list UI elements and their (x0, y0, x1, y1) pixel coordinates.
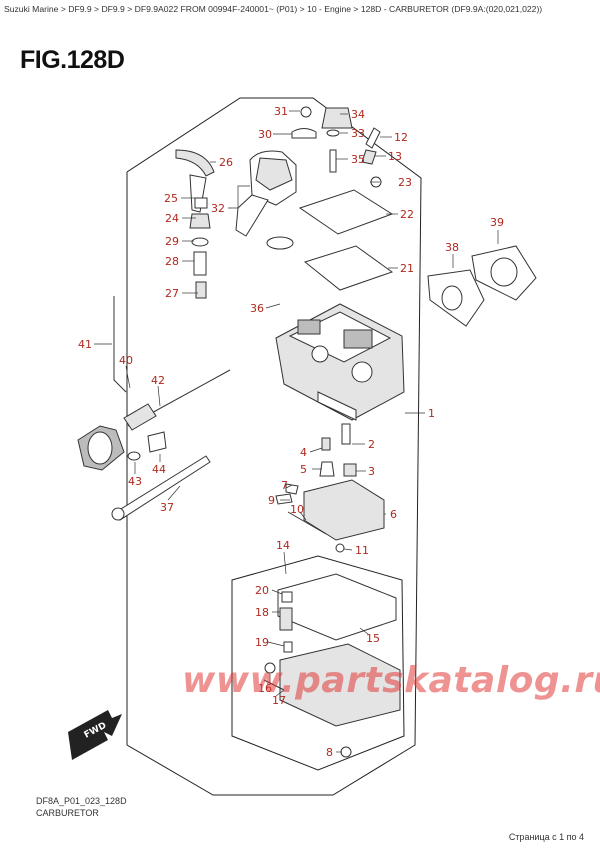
assembly-frame (126, 97, 422, 796)
breadcrumb: Suzuki Marine > DF9.9 > DF9.9 > DF9.9A02… (4, 4, 543, 14)
callout-34: 34 (351, 108, 365, 121)
callout-25: 25 (164, 192, 178, 205)
callout-35: 35 (351, 153, 365, 166)
carburetor-body (275, 303, 405, 421)
callout-33: 33 (351, 127, 365, 140)
footer-name: CARBURETOR (36, 808, 99, 818)
callout-15: 15 (366, 632, 380, 645)
callout-21: 21 (400, 262, 414, 275)
callout-36: 36 (250, 302, 264, 315)
callout-26: 26 (219, 156, 233, 169)
callout-44: 44 (152, 463, 166, 476)
callout-8: 8 (326, 746, 333, 759)
callout-labels: 31 34 30 33 12 26 35 13 23 25 32 24 22 2… (78, 105, 504, 759)
callout-38: 38 (445, 241, 459, 254)
callout-11: 11 (355, 544, 369, 557)
callout-42: 42 (151, 374, 165, 387)
callout-6: 6 (390, 508, 397, 521)
callout-14: 14 (276, 539, 290, 552)
callout-1: 1 (428, 407, 435, 420)
fwd-arrow-icon: FWD (68, 710, 122, 760)
callout-13: 13 (388, 150, 402, 163)
callout-9: 9 (268, 494, 275, 507)
callout-19: 19 (255, 636, 269, 649)
callout-10: 10 (290, 503, 304, 516)
callout-4: 4 (300, 446, 307, 459)
float-chamber (275, 479, 385, 553)
throttle-cable (77, 296, 231, 521)
callout-17: 17 (272, 694, 286, 707)
callout-22: 22 (400, 208, 414, 221)
callout-39: 39 (490, 216, 504, 229)
callout-37: 37 (160, 501, 174, 514)
callout-12: 12 (394, 131, 408, 144)
callout-23: 23 (398, 176, 412, 189)
callout-43: 43 (128, 475, 142, 488)
callout-28: 28 (165, 255, 179, 268)
callout-2: 2 (368, 438, 375, 451)
callout-16: 16 (258, 682, 272, 695)
pagination: Страница с 1 по 4 (508, 832, 584, 842)
callout-32: 32 (211, 202, 225, 215)
leader-lines (94, 110, 499, 753)
callout-27: 27 (165, 287, 179, 300)
float-bowl-parts (263, 573, 401, 758)
choke-linkage (235, 150, 297, 250)
top-screws (291, 106, 382, 188)
callout-40: 40 (119, 354, 133, 367)
callout-29: 29 (165, 235, 179, 248)
callout-31: 31 (274, 105, 288, 118)
callout-30: 30 (258, 128, 272, 141)
figure-title: FIG.128D (20, 46, 125, 74)
needle-parts (319, 423, 357, 477)
small-fittings-left (189, 197, 211, 299)
cover-plate (298, 189, 394, 235)
callout-5: 5 (300, 463, 307, 476)
callout-18: 18 (255, 606, 269, 619)
watermark: www.partskatalog.ru (182, 660, 600, 701)
plate-gasket (303, 245, 394, 291)
flange-gaskets (427, 245, 537, 327)
callout-7: 7 (281, 479, 288, 492)
callout-3: 3 (368, 465, 375, 478)
callout-20: 20 (255, 584, 269, 597)
callout-41: 41 (78, 338, 92, 351)
fuel-hose (175, 149, 215, 213)
carb-box-frame (231, 555, 405, 771)
footer-code: DF8A_P01_023_128D (36, 796, 127, 806)
callout-24: 24 (165, 212, 179, 225)
